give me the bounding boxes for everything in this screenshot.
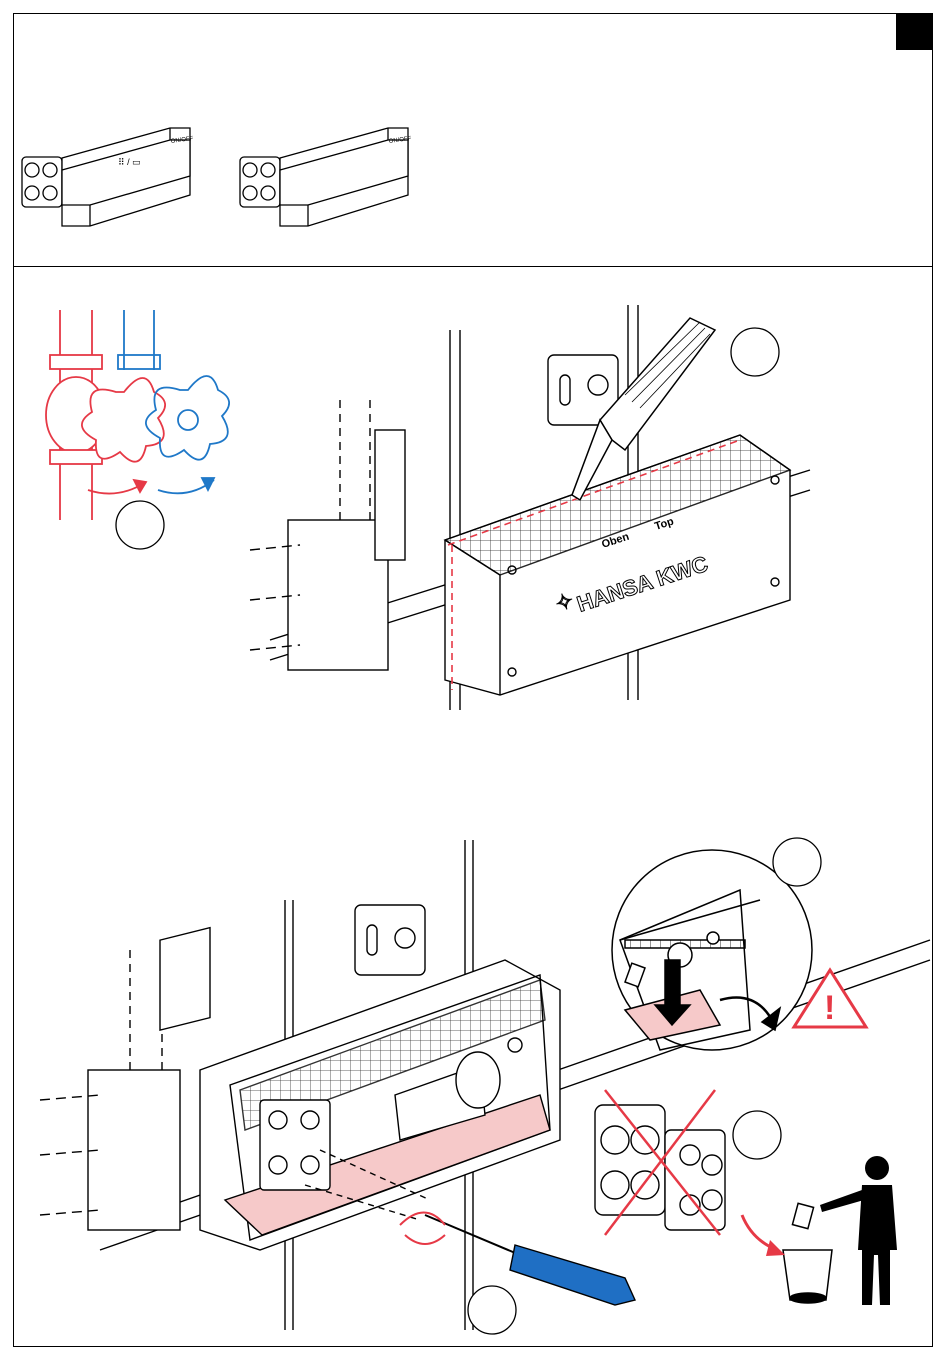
wall-installation-box [250,305,810,710]
warning-mark: ! [824,989,835,1027]
person-disposing-icon [820,1156,897,1305]
step-marker-circle [773,838,821,886]
hot-water-valve-icon [46,310,165,520]
product-module-1: ⠿ / ▭ ON/OFF [22,128,194,226]
step-marker-circle [116,501,164,549]
product-module-2: ON/OFF [240,128,412,226]
mode-symbol-icon: ⠿ / ▭ [118,157,141,167]
step-marker-circle [468,1286,516,1334]
step-marker-circle [731,328,779,376]
trash-bin-icon [742,1203,832,1303]
screwdriver-icon [400,1213,635,1306]
discarded-insert-icon [595,1105,725,1230]
connector-block-icon [22,157,62,207]
connector-block-icon [240,157,280,207]
step-marker-circle [733,1111,781,1159]
